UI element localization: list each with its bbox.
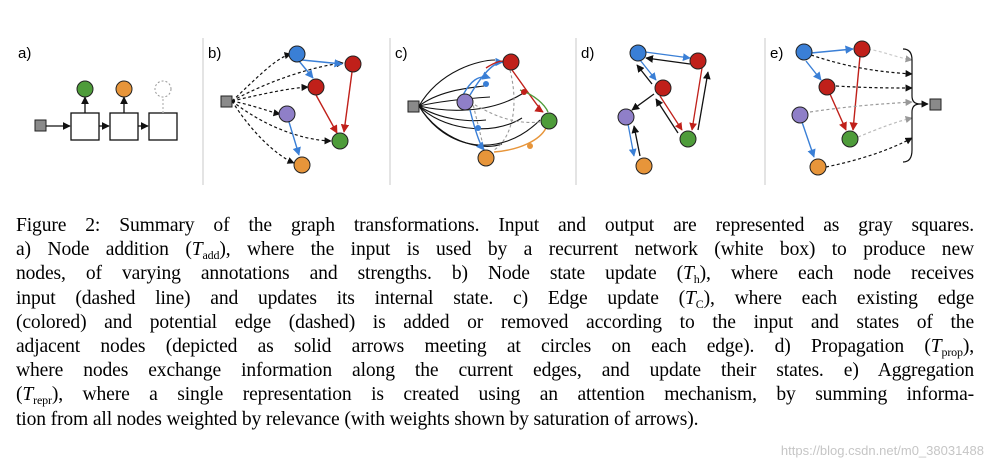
node-orange [477, 149, 495, 167]
caption-line: tion from all nodes weighted by relevanc… [16, 408, 699, 430]
caption-line: adjacent nodes (depicted as solid arrows… [16, 336, 974, 360]
node-orange [635, 157, 653, 175]
new-node-empty [154, 80, 172, 98]
rnn-box-3 [148, 112, 178, 141]
node-purple [791, 106, 809, 124]
node-green [331, 132, 349, 150]
node-orange [809, 158, 827, 176]
panel-b-node-state-update [220, 45, 362, 174]
caption-line: nodes, of varying annotations and streng… [16, 263, 975, 287]
node-red-mid [818, 78, 836, 96]
caption-line: (colored) and potential edge (dashed) is… [16, 311, 974, 333]
sum-bracket [902, 48, 921, 163]
caption-line: input (dashed line) and updates its inte… [16, 287, 975, 311]
new-node-green [76, 80, 94, 98]
node-blue [629, 44, 647, 62]
input-square [407, 100, 420, 113]
new-node-orange [115, 80, 133, 98]
node-red-top [853, 40, 871, 58]
panel-label-c: c) [395, 45, 408, 62]
node-green [679, 130, 697, 148]
panel-label-a: a) [18, 45, 31, 62]
panel-e-aggregation [791, 40, 942, 176]
panel-label-d: d) [581, 45, 594, 62]
node-blue [795, 43, 813, 61]
rnn-box-1 [70, 112, 100, 141]
figure-caption: Figure 2: Summary of the graph transform… [16, 214, 974, 432]
node-red-top [344, 55, 362, 73]
node-orange [293, 156, 311, 174]
rnn-box-2 [109, 112, 139, 141]
node-red-mid [654, 79, 672, 97]
caption-line: (Trepr), where a single representation i… [16, 384, 974, 408]
panel-d-propagation [617, 44, 711, 175]
node-green [841, 130, 859, 148]
node-red-top [689, 52, 707, 70]
panel-label-b: b) [208, 45, 221, 62]
panel-a-node-addition [34, 80, 178, 141]
input-square [220, 95, 233, 108]
panel-c-edge-update [407, 53, 558, 167]
caption-line: where nodes exchange information along t… [16, 360, 974, 382]
node-purple [456, 93, 474, 111]
node-blue [288, 45, 306, 63]
caption-line: Figure 2: Summary of the graph transform… [16, 215, 974, 236]
node-red-mid [307, 78, 325, 96]
node-red-top [502, 53, 520, 71]
node-purple [278, 105, 296, 123]
node-green [540, 112, 558, 130]
panel-label-e: e) [770, 45, 783, 62]
watermark: https://blog.csdn.net/m0_38031488 [780, 443, 984, 458]
input-square [34, 119, 47, 132]
figure-diagram: a) b) c) d) e) [18, 38, 942, 185]
node-purple [617, 108, 635, 126]
output-square [929, 98, 942, 111]
panel-separators [202, 38, 766, 185]
caption-line: a) Node addition (Tadd), where the input… [16, 239, 974, 263]
